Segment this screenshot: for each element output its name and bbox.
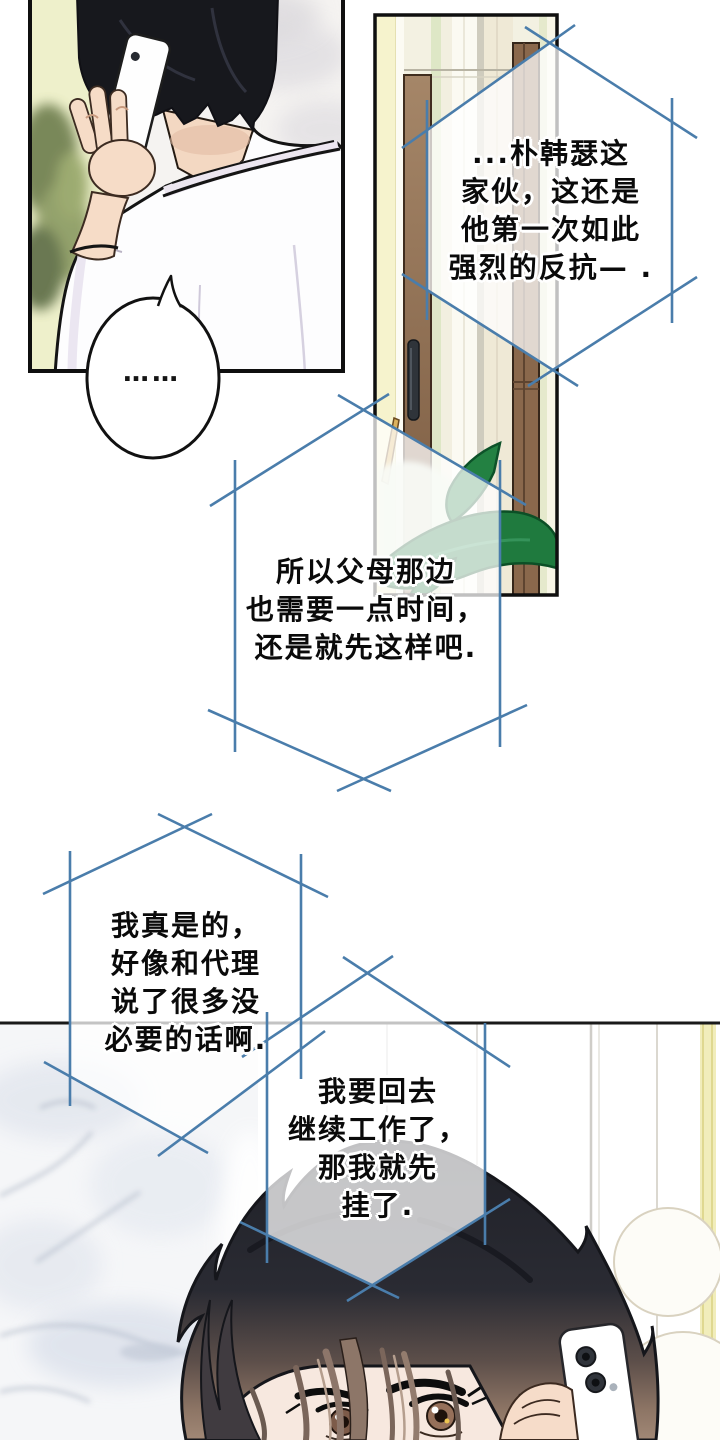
hand-holding-phone-bottom	[498, 1382, 580, 1440]
thought-line: 也需要一点时间，	[245, 593, 487, 626]
right-eye	[409, 1393, 469, 1438]
white-balloon	[613, 1207, 720, 1317]
thought-line: 好像和代理	[110, 947, 262, 980]
hair-fringe-strands	[247, 1209, 533, 1440]
haze-thought-2	[235, 410, 500, 779]
thought-line: 还是就先这样吧.	[254, 631, 478, 664]
thought-text-4: 我要回去 继续工作了， 那我就先 挂了.	[288, 1073, 468, 1225]
thought-line: 强烈的反抗— .	[448, 251, 654, 284]
haze-thought-4	[267, 973, 485, 1285]
hand-holding-phone	[68, 85, 156, 261]
speech-bubble	[85, 274, 221, 460]
speech-bubble-text: ……	[123, 358, 181, 388]
speech-bubble-tail	[156, 274, 183, 308]
thought-line: 必要的话啊.	[104, 1023, 268, 1056]
blurred-plant	[30, 104, 90, 310]
hexagon-lines	[42, 23, 698, 1303]
thought-line: 挂了.	[341, 1189, 415, 1222]
thought-line: 那我就先	[317, 1151, 439, 1184]
thought-line: ...朴韩瑟这	[472, 137, 630, 170]
thought-line: 他第一次如此	[460, 213, 642, 246]
thought-text-2: 所以父母那边 也需要一点时间， 还是就先这样吧.	[246, 553, 486, 667]
thought-line: 我真是的，	[110, 909, 262, 942]
thought-text-1: ...朴韩瑟这 家伙，这还是 他第一次如此 强烈的反抗— .	[449, 135, 653, 287]
phone-bottom-panel	[558, 1322, 641, 1440]
thought-line: 我要回去	[317, 1075, 439, 1108]
hair-tuft	[200, 1299, 262, 1440]
thought-line: 继续工作了，	[287, 1113, 469, 1146]
haze-thought-3	[70, 827, 301, 1138]
haze-thought-1	[427, 43, 672, 370]
thought-text-3: 我真是的， 好像和代理 说了很多没 必要的话啊.	[105, 907, 268, 1059]
thought-line: 家伙，这还是	[460, 175, 642, 208]
thought-line: 说了很多没	[110, 985, 262, 1018]
thought-line: 所以父母那边	[275, 555, 457, 588]
panel-phone-call-back-view	[30, 0, 343, 371]
